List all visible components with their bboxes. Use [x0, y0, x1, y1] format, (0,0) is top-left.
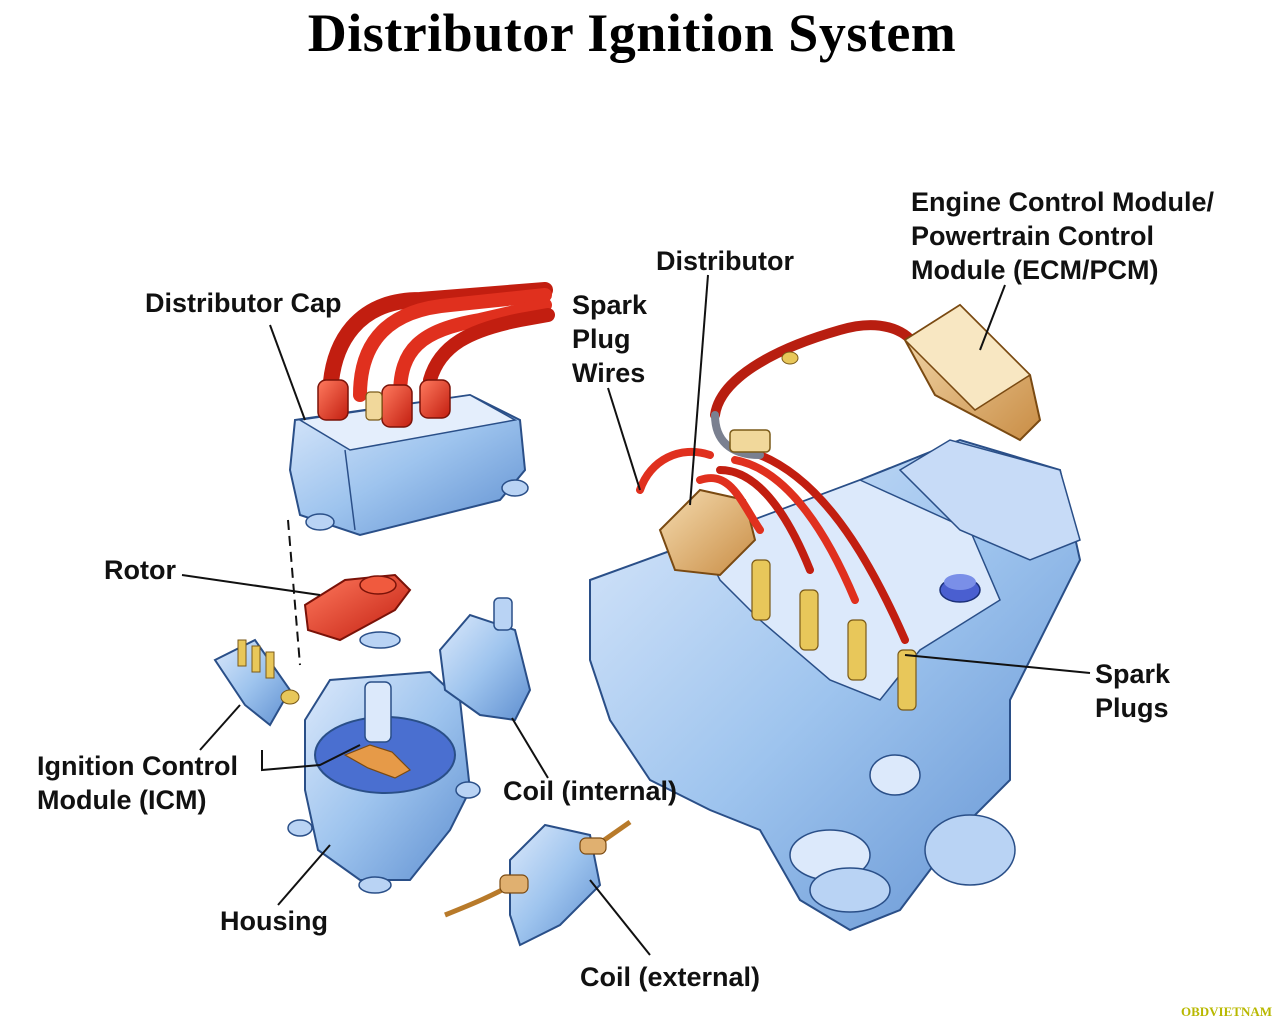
- coil-internal-illustration: [438, 597, 532, 722]
- label-distributor-cap: Distributor Cap: [145, 288, 342, 318]
- label-spark-plug-wires: Spark Plug Wires: [572, 290, 648, 388]
- spark-plug-wires-illustration: [636, 446, 909, 644]
- ecm-module-illustration: [903, 303, 1042, 442]
- label-distributor: Distributor: [656, 246, 794, 276]
- distributor-engine-illustration: [658, 488, 757, 577]
- leader-lines: [181, 274, 1091, 956]
- housing-illustration: [287, 670, 481, 894]
- coil-external-illustration: [444, 819, 632, 947]
- diagram-title: Distributor Ignition System: [307, 3, 957, 63]
- distributor-cap-illustration: [288, 282, 555, 537]
- label-rotor: Rotor: [104, 555, 176, 585]
- spark-plugs-illustration: [751, 559, 917, 711]
- ecm-harness-illustration: [710, 320, 920, 459]
- icm-illustration: [213, 638, 300, 727]
- label-ecm-pcm: Engine Control Module/ Powertrain Contro…: [911, 187, 1214, 285]
- label-icm: Ignition Control Module (ICM): [37, 751, 238, 815]
- watermark: OBDVIETNAM: [1180, 1004, 1272, 1019]
- label-coil-external: Coil (external): [580, 962, 761, 992]
- rotor-illustration: [303, 573, 412, 649]
- label-spark-plugs: Spark Plugs: [1095, 659, 1171, 723]
- label-housing: Housing: [220, 906, 328, 936]
- label-coil-internal: Coil (internal): [503, 776, 677, 806]
